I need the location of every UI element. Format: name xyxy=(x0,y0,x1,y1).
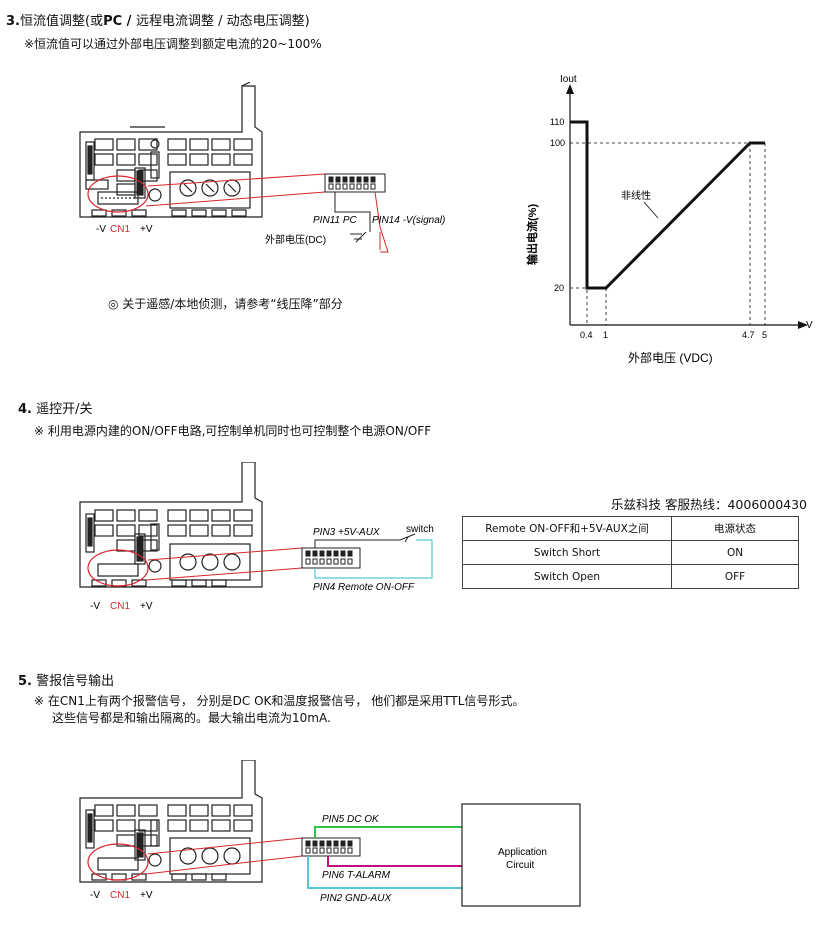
pin3-label: PIN3 +5V-AUX xyxy=(313,527,380,538)
y-tick-20: 20 xyxy=(554,283,564,293)
plus-v-label: +V xyxy=(140,890,153,901)
table-row: Switch Short ON xyxy=(462,540,799,565)
section5-wiring-diagram: Application Circuit PIN5 DC OK PIN6 T-AL… xyxy=(79,760,581,907)
remote-status-table: Remote ON-OFF和+5V-AUX之间 电源状态 Switch Shor… xyxy=(462,516,799,589)
nonlinear-label: 非线性 xyxy=(621,189,651,202)
section5-note1: ※ 在CN1上有两个报警信号， 分别是DC OK和温度报警信号， 他们都是采用T… xyxy=(34,694,525,708)
cn1-label: CN1 xyxy=(110,601,130,612)
current-vs-voltage-graph: Iout 110 100 20 0.4 1 4.7 5 V 非线性 输出电流(%… xyxy=(525,74,813,365)
plus-v-label: +V xyxy=(140,224,153,235)
section3-wiring-diagram: -V CN1 +V PIN11 PC PIN14 -V(signal) 外部电压… xyxy=(79,82,445,253)
table-cell: Switch Open xyxy=(462,564,672,589)
section3-note: ※恒流值可以通过外部电压调整到额定电流的20~100% xyxy=(24,37,322,51)
switch-label: switch xyxy=(406,524,434,535)
x-tick-1: 1 xyxy=(603,330,608,340)
x-tick-5: 5 xyxy=(762,330,767,340)
section4-wiring-diagram: PIN3 +5V-AUX switch PIN4 Remote ON-OFF -… xyxy=(79,462,434,612)
y-tick-110: 110 xyxy=(550,117,564,127)
cn1-label: CN1 xyxy=(110,890,130,901)
section3-title: 3.恒流值调整(或PC / 远程电流调整 / 动态电压调整) xyxy=(6,14,310,29)
pin4-label: PIN4 Remote ON-OFF xyxy=(313,582,415,593)
table-header-cell: 电源状态 xyxy=(671,516,799,541)
section4-note: ※ 利用电源内建的ON/OFF电路,可控制单机同时也可控制整个电源ON/OFF xyxy=(34,424,432,438)
pin2-label: PIN2 GND-AUX xyxy=(320,893,391,904)
x-tick-0-4: 0.4 xyxy=(580,330,593,340)
table-row: Switch Open OFF xyxy=(462,564,799,589)
minus-v-label: -V xyxy=(90,601,100,612)
pin6-label: PIN6 T-ALARM xyxy=(322,870,391,881)
table-header-row: Remote ON-OFF和+5V-AUX之间 电源状态 xyxy=(462,516,799,541)
y-title: Iout xyxy=(560,74,577,85)
minus-v-label: -V xyxy=(90,890,100,901)
x-axis-label: 外部电压 (VDC) xyxy=(628,350,713,365)
ext-voltage-label: 外部电压(DC) xyxy=(265,233,326,246)
pin5-label: PIN5 DC OK xyxy=(322,814,380,825)
y-axis-label: 输出电流(%) xyxy=(525,204,539,265)
x-unit: V xyxy=(806,320,813,331)
cn1-label: CN1 xyxy=(110,224,130,235)
table-header-cell: Remote ON-OFF和+5V-AUX之间 xyxy=(462,516,672,541)
table-cell: Switch Short xyxy=(462,540,672,565)
app-circuit-line2: Circuit xyxy=(506,860,535,871)
pin-signal-label: PIN14 -V(signal) xyxy=(372,215,445,226)
sense-note: ◎ 关于遥感/本地侦测，请参考“线压降”部分 xyxy=(108,297,343,311)
minus-v-label: -V xyxy=(96,224,106,235)
pin-pc-label: PIN11 PC xyxy=(313,215,357,226)
y-tick-100: 100 xyxy=(550,138,565,148)
plus-v-label: +V xyxy=(140,601,153,612)
hotline-text: 乐兹科技 客服热线：4006000430 xyxy=(611,497,808,512)
x-tick-4-7: 4.7 xyxy=(742,330,755,340)
table-cell: OFF xyxy=(671,564,799,589)
application-circuit-box xyxy=(461,803,581,907)
section4-title: 4. 遥控开/关 xyxy=(18,402,93,417)
section5-title: 5. 警报信号输出 xyxy=(18,674,115,689)
app-circuit-line1: Application xyxy=(498,847,547,858)
table-cell: ON xyxy=(671,540,799,565)
section5-note2: 这些信号都是和输出隔离的。最大输出电流为10mA. xyxy=(52,711,331,725)
current-curve xyxy=(570,120,765,290)
